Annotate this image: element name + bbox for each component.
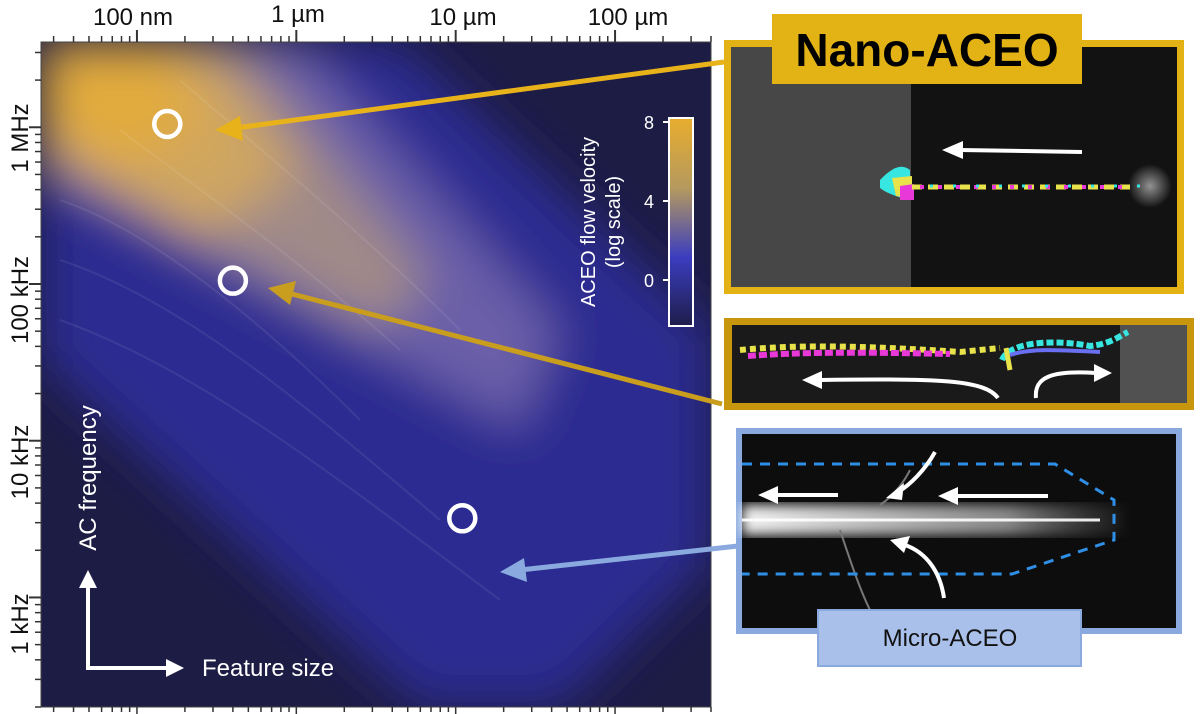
x-tick-label-10um: 10 µm: [429, 4, 496, 31]
colorbar-gradient: [668, 117, 694, 327]
nano-aceo-title: Nano-ACEO: [795, 24, 1058, 76]
colorbar-label-line1: ACEO flow velocity: [578, 137, 600, 307]
micro-aceo-title: Micro-ACEO: [883, 625, 1018, 652]
colorbar-tick-8: 8: [644, 113, 654, 133]
inset-y-label: AC frequency: [75, 405, 102, 550]
x-tick-label-100nm: 100 nm: [93, 4, 173, 31]
x-tick-label-1um: 1 µm: [271, 1, 325, 28]
inset-axis-arrows: AC frequency Feature size: [75, 405, 334, 682]
colorbar-tick-4: 4: [644, 192, 654, 212]
middle-connector-head: [268, 281, 296, 305]
middle-connector: [287, 290, 723, 407]
up-arrow-icon: [890, 536, 910, 553]
down-arrow-icon: [886, 483, 904, 500]
nano-connector-head: [215, 116, 243, 141]
nano-connector: [235, 59, 725, 131]
nano-aceo-panel: Nano-ACEO: [724, 14, 1184, 294]
middle-panel: [724, 318, 1194, 410]
up-arrow-icon: [79, 570, 97, 588]
y-axis-ticks: [29, 51, 41, 708]
colorbar-label-line2: (log scale): [603, 176, 625, 268]
x-tick-label-100um: 100 µm: [588, 4, 669, 31]
micro-aceo-panel: Micro-ACEO: [736, 428, 1182, 667]
markers: [152, 108, 478, 534]
marker-circle-1: [152, 108, 183, 140]
left-arrow-icon: [942, 141, 963, 159]
right-arrow-icon: [1094, 364, 1112, 382]
right-arrow-icon: [166, 659, 184, 677]
x-axis-ticks: [52, 30, 712, 714]
left-arrow-icon: [802, 371, 822, 389]
marker-circle-3: [447, 503, 478, 534]
marker-circle-2: [217, 265, 249, 296]
heatmap-field: [41, 42, 711, 707]
y-tick-label-10khz: 10 kHz: [7, 425, 34, 500]
contour-lines: [59, 79, 501, 601]
inset-x-label: Feature size: [202, 655, 334, 682]
y-tick-label-1mhz: 1 MHz: [7, 103, 34, 172]
channel-outline: [742, 462, 1116, 576]
left-arrow-icon: [758, 486, 778, 504]
left-arrow-icon: [938, 487, 958, 505]
y-tick-label-100khz: 100 kHz: [7, 256, 34, 344]
y-tick-label-1khz: 1 kHz: [7, 593, 34, 654]
particle-trace: [880, 166, 1140, 200]
micro-connector: [519, 543, 739, 573]
colorbar: 8 4 0 ACEO flow velocity (log scale): [578, 113, 694, 327]
connector-arrows: [215, 59, 739, 582]
colorbar-tick-0: 0: [644, 271, 654, 291]
particle-traces: [739, 329, 1130, 371]
micro-connector-head: [500, 558, 527, 582]
